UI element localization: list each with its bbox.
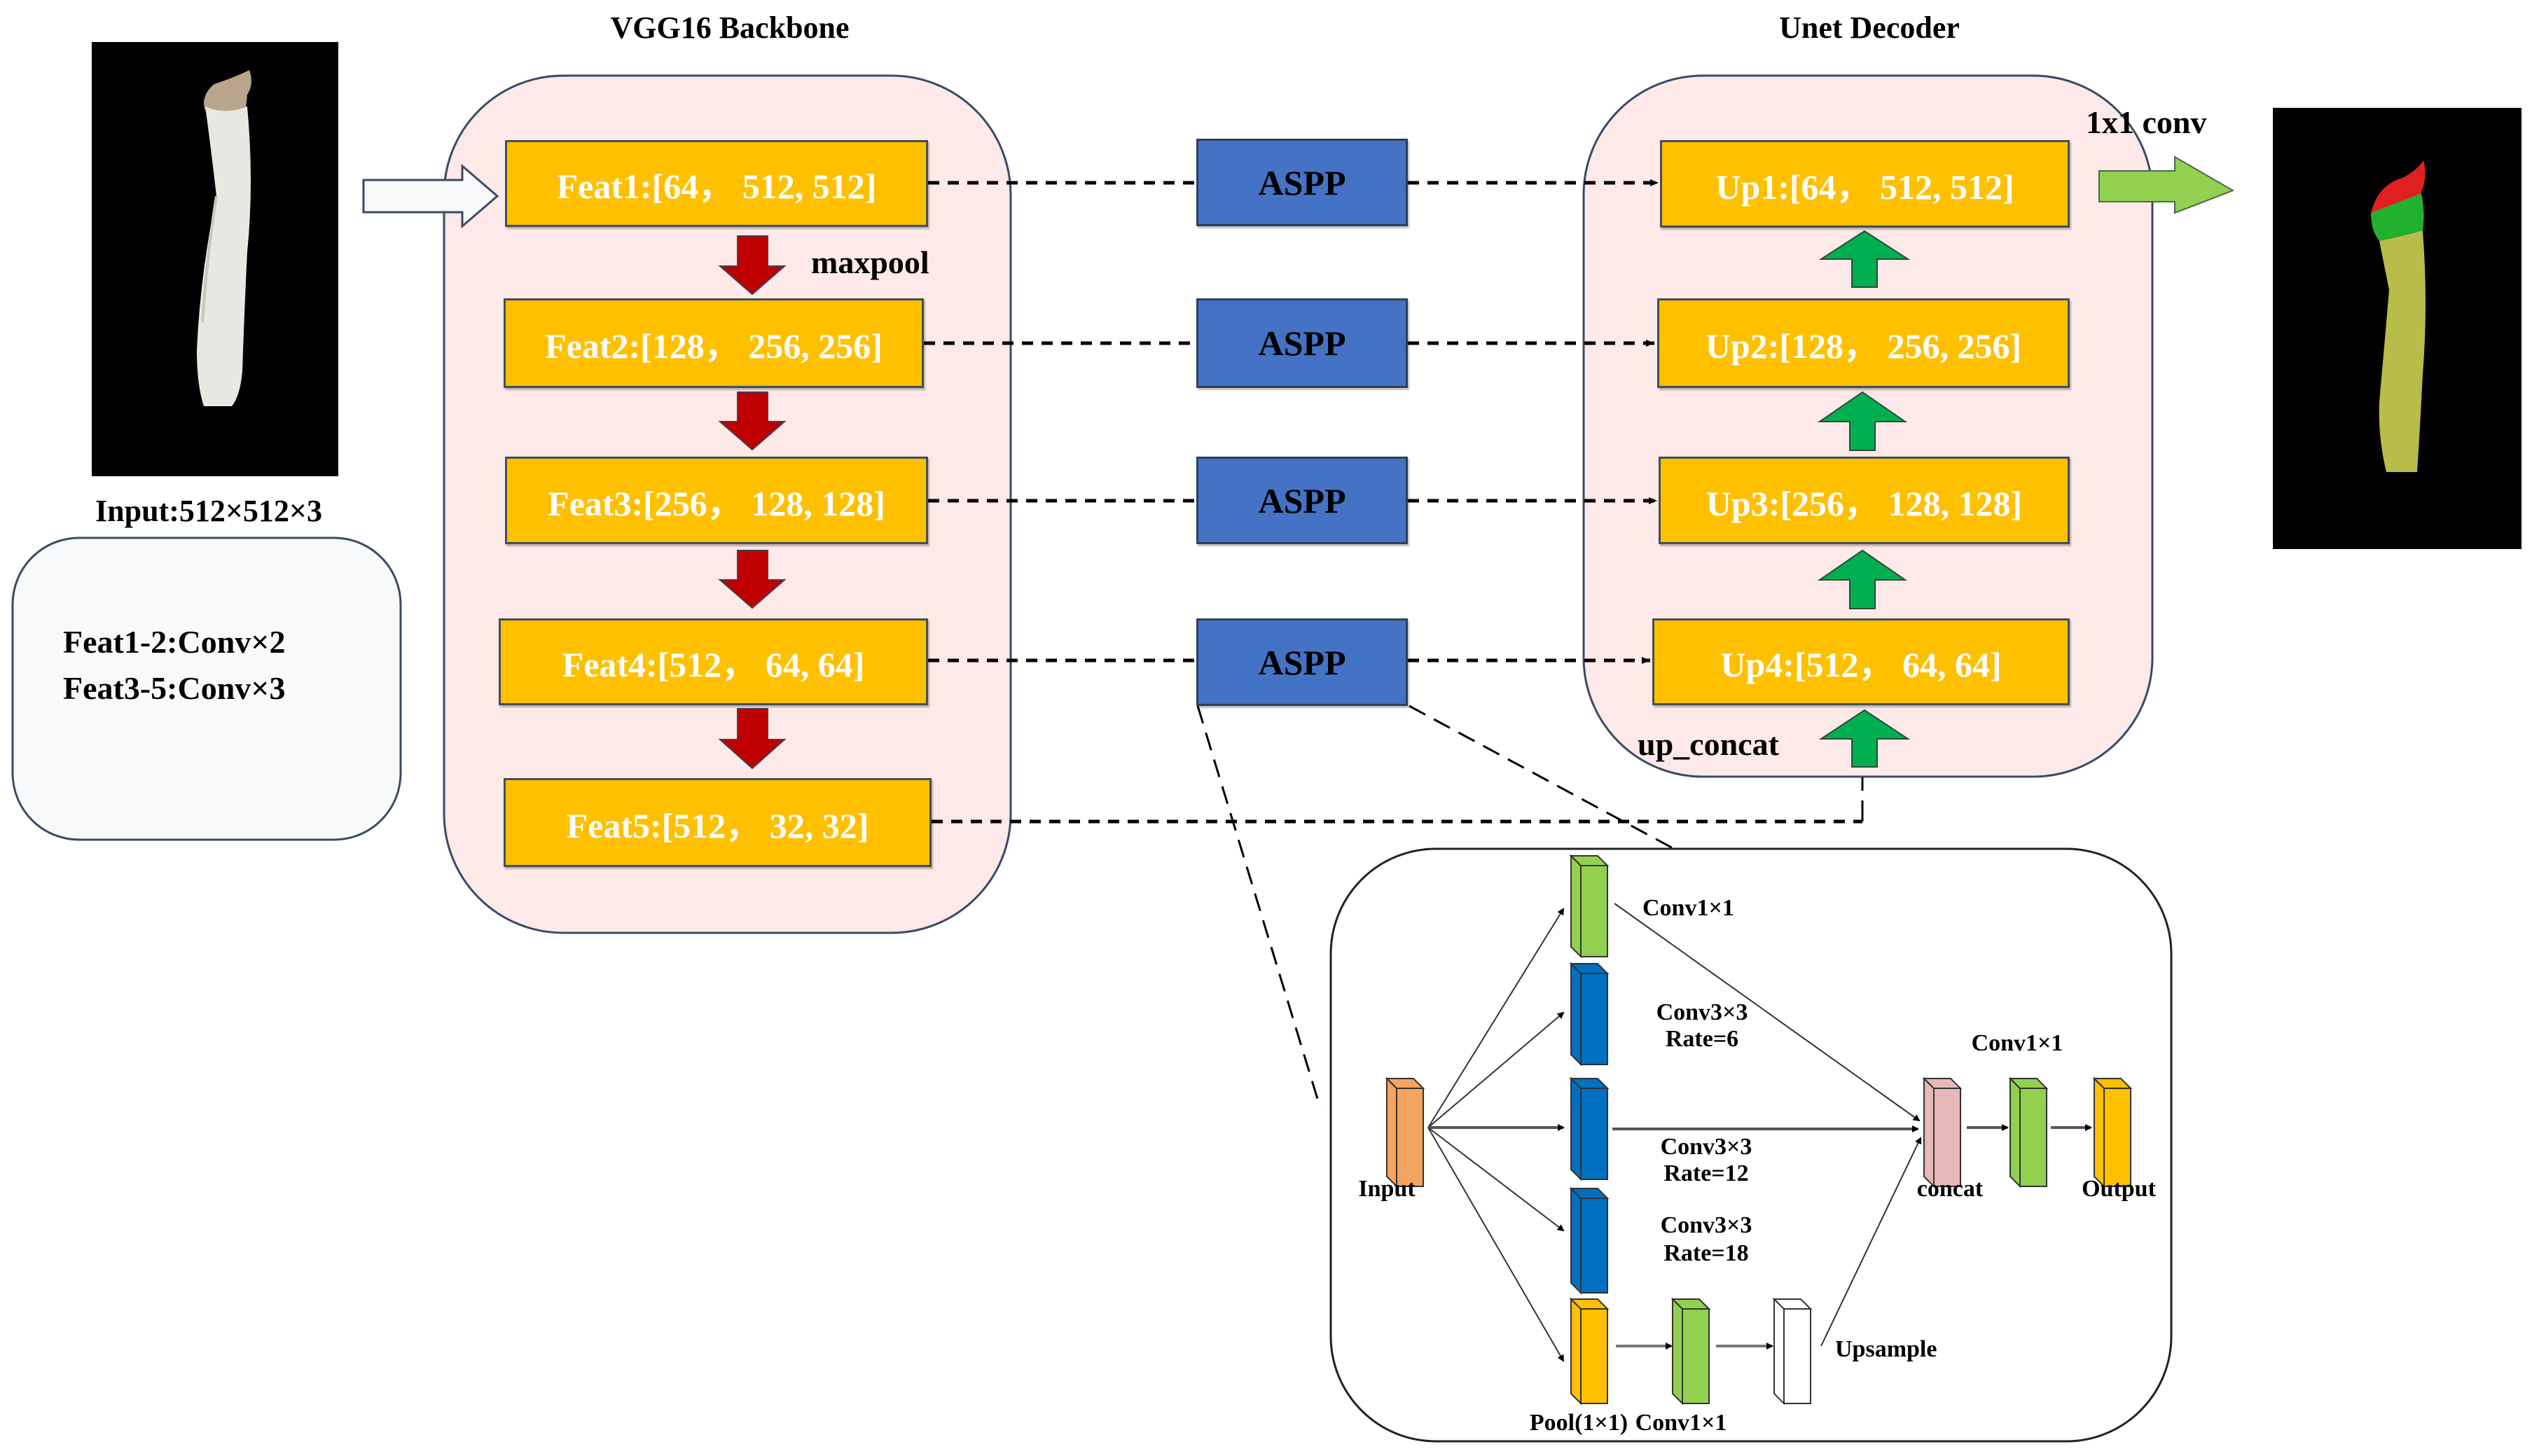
up-concat-label: up_concat bbox=[1638, 726, 1779, 762]
conv1x1-block-side bbox=[1570, 854, 1582, 959]
branch-conv1x1-label: Conv1×1 bbox=[1642, 895, 1734, 921]
conv-note-line2: Feat3-5:Conv×3 bbox=[63, 670, 286, 706]
input-block-front bbox=[1396, 1088, 1424, 1187]
conv-note-panel bbox=[11, 536, 402, 841]
final-conv-block-side bbox=[2009, 1076, 2021, 1188]
feature-box-feat2: Feat2:[128， 256, 256] bbox=[504, 298, 924, 388]
unet-decoder-title: Unet Decoder bbox=[1779, 11, 1960, 45]
aspp-output-label: Output bbox=[2082, 1176, 2156, 1202]
conv-note-line1: Feat1-2:Conv×2 bbox=[63, 624, 286, 660]
concat-block-side bbox=[1923, 1076, 1935, 1188]
feature-box-feat1: Feat1:[64， 512, 512] bbox=[505, 140, 928, 227]
final-conv-block-front bbox=[2019, 1088, 2047, 1187]
rate12-block-side bbox=[1570, 1076, 1582, 1181]
input-block-side bbox=[1386, 1076, 1397, 1188]
branch-rate6-label: Conv3×3 bbox=[1656, 999, 1748, 1025]
rate18-block bbox=[1569, 1186, 1610, 1295]
pool-label: Pool(1×1) bbox=[1529, 1410, 1628, 1436]
skip-connections bbox=[924, 179, 1864, 824]
pool-conv-block-side bbox=[1672, 1297, 1683, 1406]
aspp-detail-panel bbox=[1329, 847, 2173, 1443]
up-arrow-icon bbox=[1818, 230, 1911, 288]
concat-block-front bbox=[1933, 1088, 1961, 1187]
up-box-up3: Up3:[256， 128, 128] bbox=[1659, 457, 2070, 544]
conv-output-arrow-icon bbox=[2098, 155, 2235, 214]
up-arrow-icon bbox=[1818, 709, 1911, 768]
pool-conv-block-front bbox=[1682, 1308, 1710, 1404]
aspp-detail-blocks bbox=[1385, 854, 2133, 1406]
upsample-label: Upsample bbox=[1835, 1336, 1937, 1362]
aspp-box-4: ASPP bbox=[1196, 618, 1408, 706]
input-arrow-icon bbox=[362, 163, 499, 229]
maxpool-arrow-icon bbox=[718, 708, 787, 770]
rate6-block-side bbox=[1570, 962, 1582, 1067]
pool-block-side bbox=[1570, 1297, 1582, 1406]
pool-conv-block bbox=[1670, 1297, 1711, 1406]
aspp-box-1: ASPP bbox=[1196, 139, 1408, 226]
feature-box-feat5: Feat5:[512， 32, 32] bbox=[504, 778, 932, 867]
branch-rate18-label: Conv3×3 bbox=[1660, 1212, 1752, 1238]
pool-block-front bbox=[1580, 1308, 1608, 1404]
output-block bbox=[2092, 1076, 2133, 1188]
rate12-block-front bbox=[1580, 1088, 1608, 1180]
up-box-up2: Up2:[128， 256, 256] bbox=[1657, 298, 2070, 388]
feature-box-feat4: Feat4:[512， 64, 64] bbox=[499, 618, 928, 705]
output-block-front bbox=[2103, 1088, 2131, 1187]
aspp-box-3: ASPP bbox=[1196, 457, 1408, 544]
output-block-side bbox=[2094, 1076, 2105, 1188]
upsample-block-front bbox=[1783, 1308, 1811, 1404]
branch-rate12-sub: Rate=12 bbox=[1663, 1160, 1749, 1186]
maxpool-label: maxpool bbox=[811, 244, 929, 280]
up-box-up4: Up4:[512， 64, 64] bbox=[1652, 618, 2070, 705]
output-segmentation-image bbox=[2273, 108, 2521, 549]
vgg-backbone-title: VGG16 Backbone bbox=[610, 11, 850, 45]
branch-rate6-sub: Rate=6 bbox=[1665, 1026, 1739, 1052]
rate18-block-side bbox=[1570, 1186, 1582, 1295]
conv1x1-block-front bbox=[1580, 865, 1608, 957]
input-size-label: Input:512×512×3 bbox=[95, 494, 322, 528]
final-conv-label: Conv1×1 bbox=[1971, 1030, 2063, 1056]
input-block bbox=[1385, 1076, 1425, 1188]
aspp-zoom-lines bbox=[1196, 705, 1675, 1109]
final-conv-block bbox=[2008, 1076, 2049, 1188]
concat-label: concat bbox=[1916, 1176, 1984, 1202]
branch-rate12-label: Conv3×3 bbox=[1660, 1134, 1752, 1160]
upsample-arrows bbox=[1817, 230, 1911, 768]
mushroom-photo bbox=[197, 70, 251, 406]
input-image bbox=[92, 42, 338, 476]
pool-block bbox=[1569, 1297, 1610, 1406]
rate6-block bbox=[1569, 962, 1610, 1067]
up-arrow-icon bbox=[1817, 549, 1908, 609]
maxpool-arrow-icon bbox=[718, 550, 787, 609]
maxpool-arrows bbox=[718, 235, 787, 770]
branch-rate18-sub: Rate=18 bbox=[1663, 1240, 1749, 1266]
aspp-detail-connectors bbox=[1427, 903, 2092, 1362]
segmentation-mask bbox=[2371, 160, 2426, 472]
maxpool-arrow-icon bbox=[718, 235, 787, 296]
feature-box-feat3: Feat3:[256， 128, 128] bbox=[505, 457, 928, 544]
conv1x1-block bbox=[1569, 854, 1610, 959]
upsample-block-side bbox=[1773, 1297, 1785, 1406]
upsample-block bbox=[1772, 1297, 1813, 1406]
up-arrow-icon bbox=[1817, 391, 1908, 451]
pool-conv-label: Conv1×1 bbox=[1635, 1410, 1727, 1436]
concat-block bbox=[1922, 1076, 1963, 1188]
maxpool-arrow-icon bbox=[718, 391, 787, 451]
aspp-input-label: Input bbox=[1358, 1176, 1416, 1202]
rate18-block-front bbox=[1580, 1198, 1608, 1294]
rate6-block-front bbox=[1580, 973, 1608, 1065]
rate12-block bbox=[1569, 1076, 1610, 1181]
aspp-box-2: ASPP bbox=[1196, 298, 1408, 388]
conv-1x1-label: 1x1 conv bbox=[2086, 104, 2207, 140]
up-box-up1: Up1:[64， 512, 512] bbox=[1660, 140, 2070, 228]
